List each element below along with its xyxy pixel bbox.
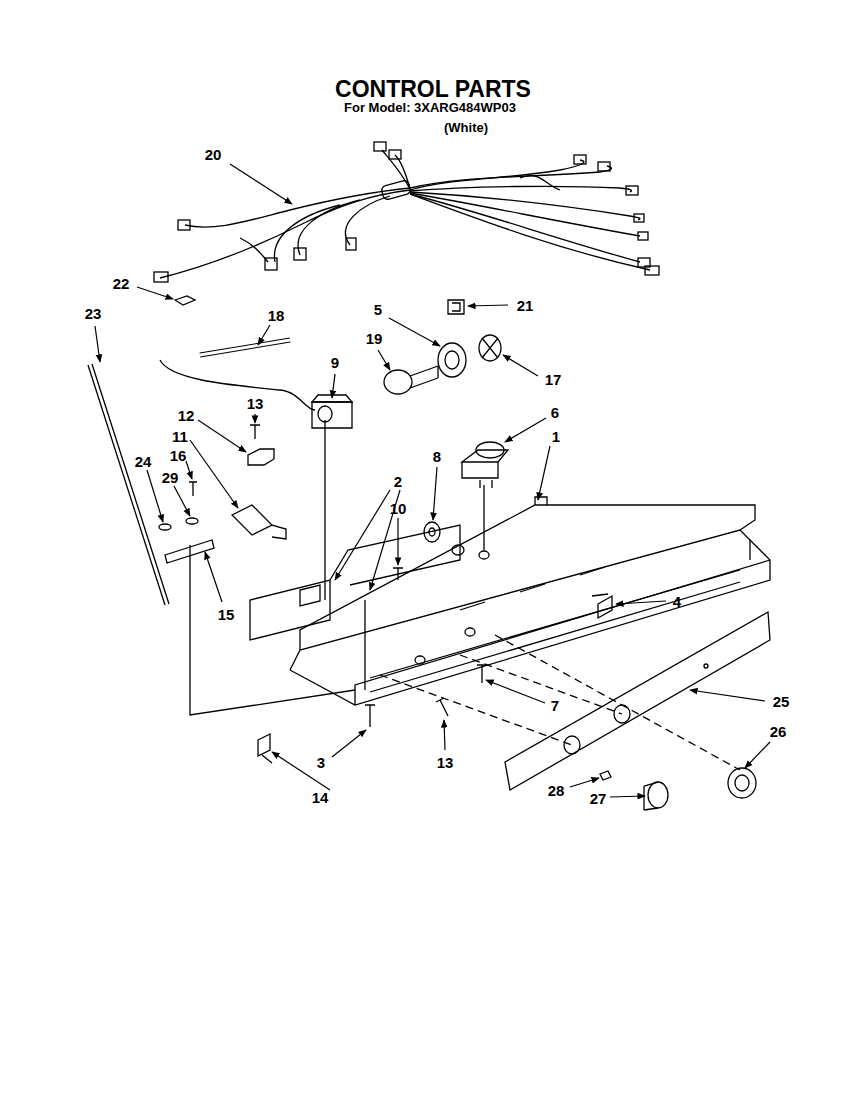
callout-number: 21 <box>517 298 534 313</box>
callout-number: 18 <box>268 308 285 323</box>
callout-number: 10 <box>390 501 407 516</box>
callout-number: 23 <box>85 306 102 321</box>
callout-number: 1 <box>552 429 560 444</box>
callout-number: 4 <box>673 594 681 609</box>
diagram-title: CONTROL PARTS <box>335 78 531 101</box>
callout-number: 14 <box>312 790 329 805</box>
callout-number: 5 <box>374 302 382 317</box>
callout-number: 6 <box>551 405 559 420</box>
callout-number: 8 <box>433 449 441 464</box>
callout-number: 15 <box>218 607 235 622</box>
callout-number: 13 <box>437 755 454 770</box>
callout-number: 24 <box>135 454 152 469</box>
callout-number: 19 <box>366 331 383 346</box>
callout-number: 20 <box>205 147 222 162</box>
callout-number: 16 <box>170 448 187 463</box>
callout-number: 27 <box>590 791 607 806</box>
callout-number: 7 <box>551 698 559 713</box>
callout-number: 17 <box>545 372 562 387</box>
callout-number: 29 <box>162 470 179 485</box>
callout-number: 2 <box>394 474 402 489</box>
callout-number: 28 <box>548 783 565 798</box>
callout-number: 13 <box>247 396 264 411</box>
callout-number: 11 <box>172 429 188 444</box>
callout-number: 9 <box>331 355 339 370</box>
callout-number: 12 <box>178 408 195 423</box>
callout-number: 26 <box>770 724 787 739</box>
callout-number: 3 <box>317 755 325 770</box>
model-note: (White) <box>444 121 488 134</box>
callout-number: 22 <box>113 276 130 291</box>
callout-number: 25 <box>773 694 790 709</box>
model-note: For Model: 3XARG484WP03 <box>344 101 516 114</box>
